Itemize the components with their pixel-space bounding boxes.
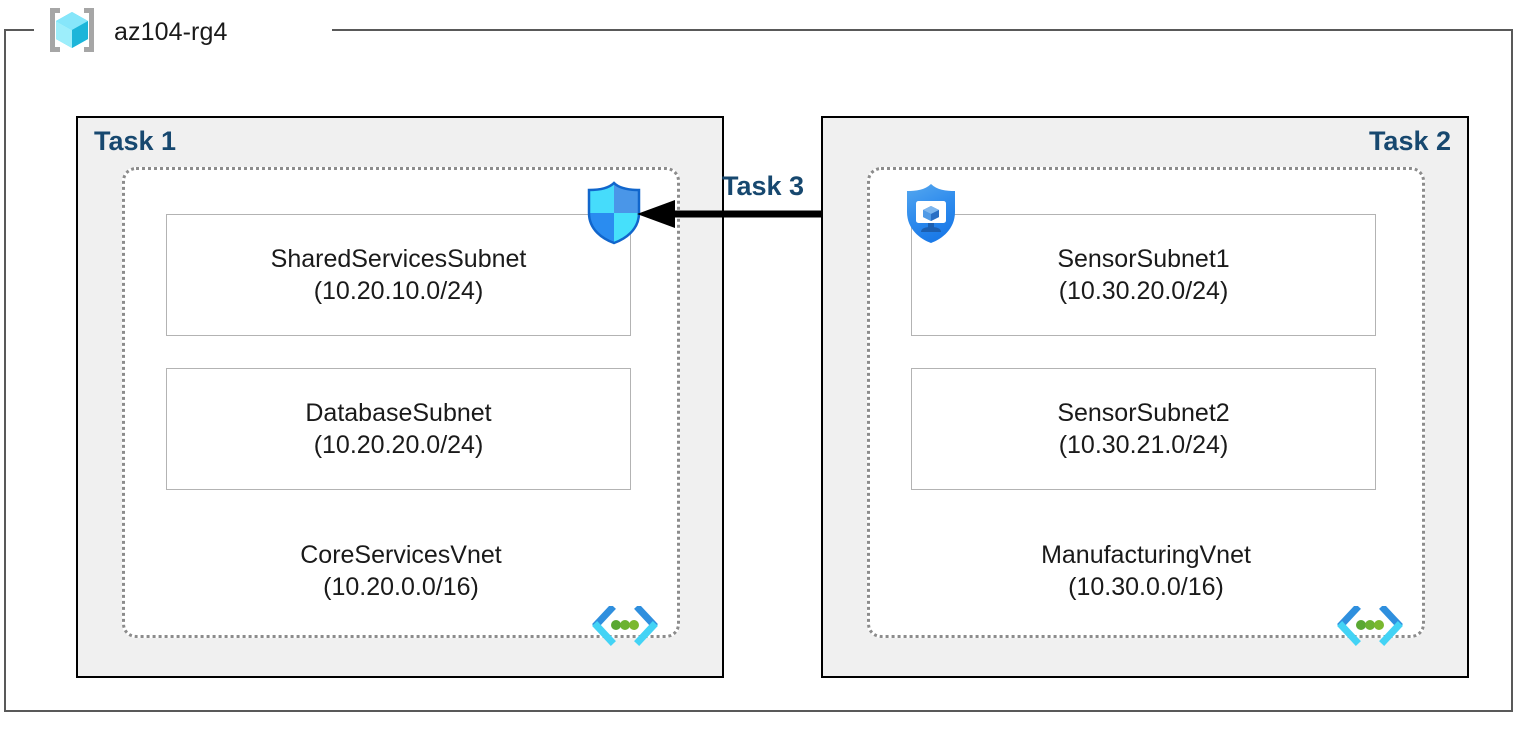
subnet-sharedservices-box: SharedServicesSubnet (10.20.10.0/24): [166, 214, 631, 336]
vnet-manufacturing-caption: ManufacturingVnet (10.30.0.0/16): [867, 540, 1425, 602]
vnet-cidr: (10.30.0.0/16): [1068, 573, 1224, 601]
subnet-cidr: (10.30.20.0/24): [1058, 277, 1229, 305]
virtual-network-icon: [1337, 604, 1403, 646]
task-3-label: Task 3: [722, 171, 805, 201]
resource-group-title-notch: [34, 20, 332, 42]
subnet-sensor1-box: SensorSubnet1 (10.30.20.0/24): [911, 214, 1376, 336]
vnet-name: CoreServicesVnet: [300, 541, 502, 569]
subnet-name: SharedServicesSubnet: [270, 245, 527, 273]
resource-group-name: az104-rg4: [114, 17, 228, 46]
resource-group-header: az104-rg4: [44, 6, 227, 58]
azure-firewall-shield-icon: [581, 180, 647, 246]
subnet-sensor2-box: SensorSubnet2 (10.30.21.0/24): [911, 368, 1376, 490]
subnet-name: SensorSubnet2: [1057, 399, 1230, 427]
vnet-coreservices-caption: CoreServicesVnet (10.20.0.0/16): [122, 540, 680, 602]
task-2-label: Task 2: [1368, 126, 1451, 156]
subnet-cidr: (10.20.10.0/24): [313, 277, 484, 305]
subnet-name: DatabaseSubnet: [305, 399, 492, 427]
virtual-network-icon: [592, 604, 658, 646]
vnet-cidr: (10.20.0.0/16): [323, 573, 479, 601]
subnet-database-box: DatabaseSubnet (10.20.20.0/24): [166, 368, 631, 490]
resource-group-cube-icon: [44, 4, 100, 61]
network-security-group-shield-icon: [898, 180, 964, 246]
subnet-cidr: (10.20.20.0/24): [313, 431, 484, 459]
task-1-label: Task 1: [94, 126, 177, 156]
subnet-cidr: (10.30.21.0/24): [1058, 431, 1229, 459]
resource-group-frame: [4, 29, 1513, 712]
subnet-name: SensorSubnet1: [1057, 245, 1230, 273]
vnet-name: ManufacturingVnet: [1041, 541, 1251, 569]
